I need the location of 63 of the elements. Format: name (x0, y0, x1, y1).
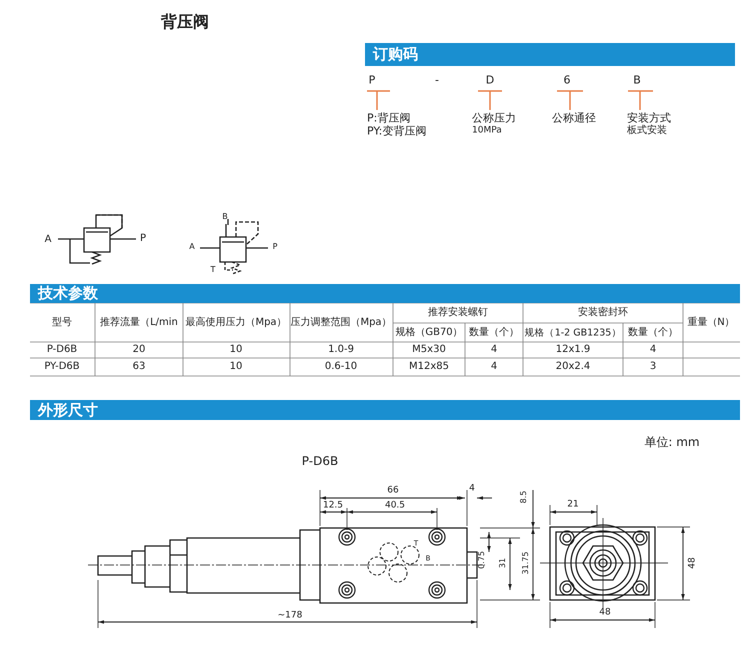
table-header-cell: 压力调整范围（Mpa） (290, 318, 392, 328)
table-cell: 10 (230, 345, 242, 355)
table-header-cell: 数量（个） (469, 328, 519, 338)
code-description: 安装方式 (627, 112, 671, 124)
port-label: A (189, 243, 195, 251)
table-cell: 4 (650, 345, 656, 355)
table-cell: P-D6B (46, 345, 78, 355)
table-header-cell: 最高使用压力（Mpa） (185, 318, 287, 328)
code-description: PY:变背压阀 (367, 126, 426, 136)
code-letter: B (633, 74, 641, 86)
table-cell: 1.0-9 (328, 345, 354, 355)
table-cell: 20 (132, 345, 146, 355)
table-cell: 63 (132, 362, 146, 372)
table-header-cell: 重量（N） (687, 318, 735, 328)
view-title: P-D6B (302, 455, 338, 467)
dimension-value: 40.5 (384, 502, 406, 510)
section-header-bar: 订购码 (365, 43, 735, 66)
dimension-value: 66 (387, 486, 399, 496)
unit-note: 单位: mm (644, 436, 700, 448)
dimension-value: 31 (499, 558, 507, 568)
section-header-bar: 外形尺寸 (30, 400, 740, 420)
table-cell: 10 (230, 362, 242, 372)
code-letter: P (368, 74, 376, 86)
code-description: P:背压阀 (367, 112, 410, 124)
port-label: P (140, 234, 146, 244)
table-cell: 20x2.4 (556, 362, 590, 372)
dimension-value: 21 (567, 500, 579, 510)
table-cell: PY-D6B (44, 362, 80, 372)
page-title: 背压阀 (161, 14, 209, 30)
section-header-bar: 技术参数 (30, 284, 740, 303)
code-letter: D (486, 74, 494, 86)
code-description: 10MPa (472, 126, 502, 136)
table-header-cell: 规格（GB70） (395, 328, 463, 338)
table-header-cell: 数量（个） (628, 328, 678, 338)
table-cell: 12x1.9 (556, 345, 590, 355)
table-cell: M5x30 (412, 345, 446, 355)
table-cell: M12x85 (409, 362, 449, 372)
code-letter: 6 (564, 74, 570, 86)
dimension-value: 0.75 (478, 551, 486, 569)
table-header-cell: 型号 (52, 318, 72, 328)
port-label: B (222, 213, 228, 221)
dimension-value: ~178 (278, 612, 302, 620)
code-letter: - (435, 74, 439, 86)
table-header-cell: 推荐安装螺钉 (428, 308, 488, 318)
table-header-cell: 安装密封环 (578, 308, 628, 318)
table-header-cell: 推荐流量（L/min (100, 318, 178, 328)
table-header-cell: 规格（1-2 GB1235） (524, 328, 622, 338)
table-cell: 4 (490, 362, 498, 372)
table-cell: 0.6-10 (324, 362, 358, 372)
code-description: 板式安装 (627, 126, 667, 136)
dimension-value: 4 (469, 484, 475, 494)
port-label: T (210, 266, 216, 274)
port-label: A (44, 235, 52, 245)
table-cell: 3 (650, 362, 656, 372)
table-cell: 4 (490, 345, 498, 355)
dimension-value: 8.5 (520, 490, 528, 504)
port-label: P (272, 243, 278, 251)
dimension-value: 48 (688, 557, 698, 569)
dimension-value: 48 (599, 608, 611, 618)
code-description: 公称压力 (472, 112, 516, 124)
code-description: 公称通径 (552, 112, 596, 124)
dimension-value: 31.75 (522, 552, 530, 574)
dimension-value: 12.5 (322, 502, 344, 510)
